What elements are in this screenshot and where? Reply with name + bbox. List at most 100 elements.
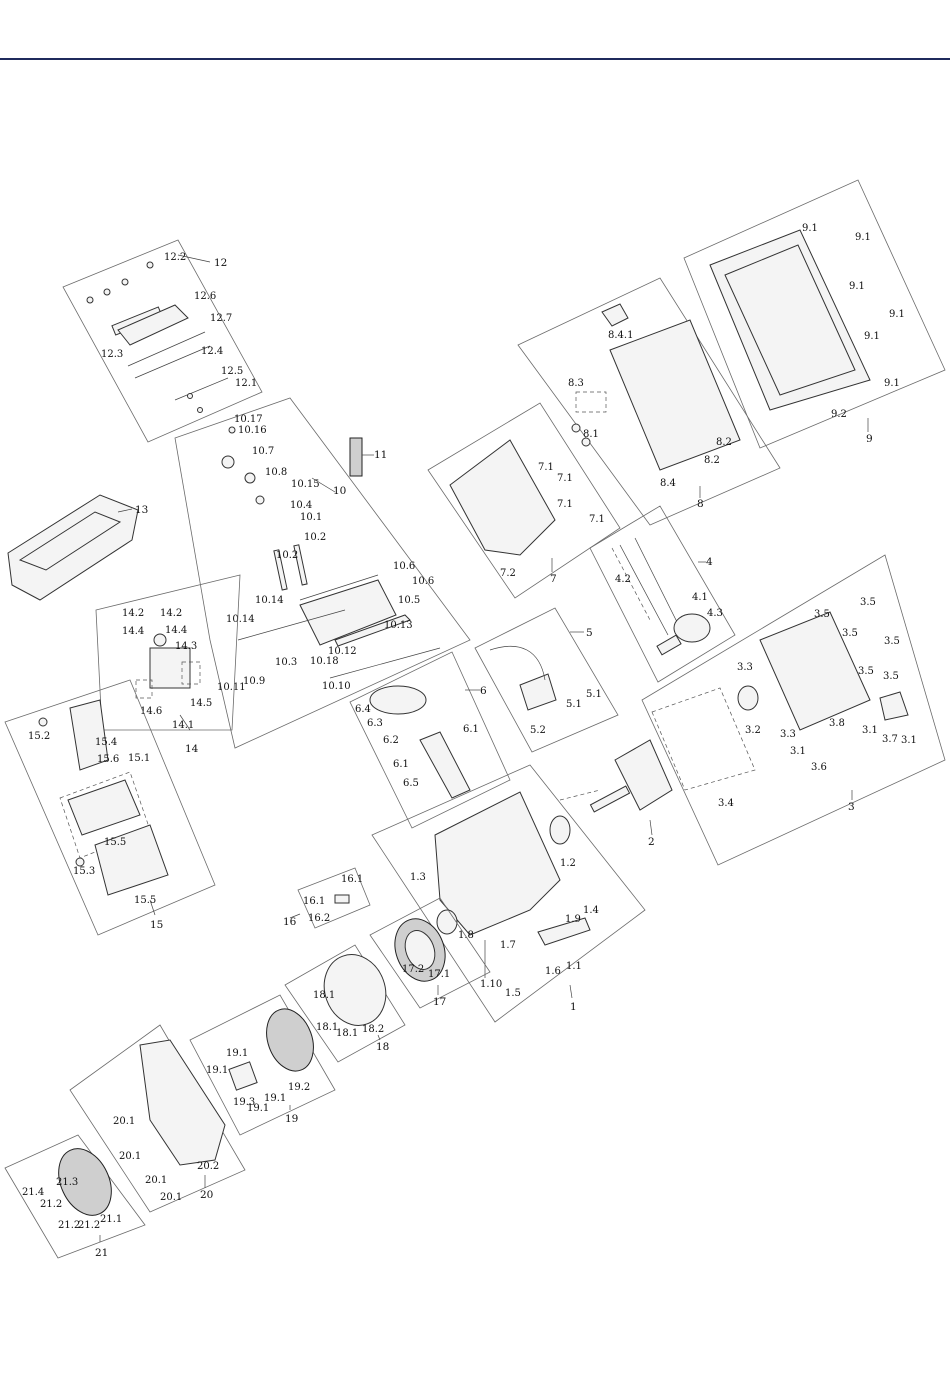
panel-18-rotor: 18 18.1 18.1 18.1 18.2 <box>284 944 406 1063</box>
panel-5-ignition-coil: 5 5.2 5.1 5.1 <box>474 607 619 753</box>
part-label: 17.2 <box>402 964 424 975</box>
part-label: 19.2 <box>288 1082 310 1093</box>
part-label: 15.6 <box>97 754 119 765</box>
part-label: 8.2 <box>704 455 720 466</box>
part-label: 1.3 <box>410 872 426 883</box>
crankcase-cover <box>759 611 871 731</box>
group-label-20: 20 <box>200 1189 213 1201</box>
part-label: 4.1 <box>692 592 708 603</box>
part-label: 7.1 <box>538 462 554 473</box>
part-label: 3.7 <box>882 734 898 745</box>
part-label: 10.2 <box>304 532 326 543</box>
part-label: 21.2 <box>78 1220 100 1231</box>
part-label: 10.3 <box>275 657 297 668</box>
part-label: 14.2 <box>160 608 182 619</box>
group-label-11: 11 <box>374 449 387 461</box>
part-label: 9.1 <box>855 232 871 243</box>
part-label: 3.3 <box>780 729 796 740</box>
part-label: 18.2 <box>362 1024 384 1035</box>
part-label: 10.14 <box>226 614 255 625</box>
group-label-2: 2 <box>648 836 655 848</box>
part-label: 3.5 <box>858 666 874 677</box>
part-label: 16.1 <box>303 896 325 907</box>
part-label: 20.1 <box>113 1116 135 1127</box>
part-label: 10.10 <box>322 681 351 692</box>
part-label: 5.2 <box>530 725 546 736</box>
panel-20-fan-housing: 20 20.1 20.1 20.1 20.1 20.2 <box>69 1024 246 1213</box>
part-label: 10.4 <box>290 500 312 511</box>
part-2-crankshaft: 2 <box>589 739 673 848</box>
frame-plate <box>449 439 556 556</box>
fuel-tank <box>609 319 741 471</box>
part-label: 9.1 <box>802 223 818 234</box>
panel-17-stator: 17 17.2 17.1 <box>369 897 491 1009</box>
group-label-9: 9 <box>866 433 873 445</box>
part-label: 20.1 <box>119 1151 141 1162</box>
part-label: 18.1 <box>316 1022 338 1033</box>
part-label: 10.18 <box>310 656 339 667</box>
part-label: 14.1 <box>172 720 194 731</box>
part-label: 12.5 <box>221 366 243 377</box>
part-label: 20.2 <box>197 1161 219 1172</box>
part-label: 15.3 <box>73 866 95 877</box>
panel-21-recoil-starter: 21 21.4 21.3 21.2 21.2 21.2 21.1 <box>4 1134 146 1259</box>
part-label: 18.1 <box>336 1028 358 1039</box>
cylinder-head <box>299 579 397 646</box>
panel-12-valve-cover: 12 12.2 12.6 12.7 12.3 12.4 12.5 12.1 <box>62 239 263 443</box>
part-label: 16.1 <box>341 874 363 885</box>
part-label: 14.4 <box>165 625 187 636</box>
part-label: 9.1 <box>849 281 865 292</box>
part-label: 12.2 <box>164 252 186 263</box>
fuel-cap <box>601 303 629 327</box>
part-label: 10.14 <box>255 595 284 606</box>
header-rule <box>0 58 950 60</box>
part-label: 3.6 <box>811 762 827 773</box>
part-label: 3.5 <box>814 609 830 620</box>
part-label: 21.1 <box>100 1214 122 1225</box>
part-label: 6.5 <box>403 778 419 789</box>
part-label: 12.7 <box>210 313 232 324</box>
part-label: 10.2 <box>276 550 298 561</box>
part-label: 8.2 <box>716 437 732 448</box>
part-label: 21.4 <box>22 1187 44 1198</box>
part-label: 6.3 <box>367 718 383 729</box>
part-label: 4.3 <box>707 608 723 619</box>
intake-elbow <box>69 699 109 771</box>
part-label: 8.3 <box>568 378 584 389</box>
part-label: 10.11 <box>217 682 246 693</box>
part-label: 10.15 <box>291 479 320 490</box>
air-filter-element <box>67 779 141 836</box>
panel-14-carburetor: 14 14.2 14.2 14.4 14.4 14.3 14.6 14.5 14… <box>95 574 241 755</box>
part-label: 10.8 <box>265 467 287 478</box>
panel-1-crankcase: 1 1.2 1.3 1.4 1.9 1.8 1.7 1.6 1.1 1.10 1… <box>371 764 646 1023</box>
group-label-7: 7 <box>550 573 557 585</box>
panel-6-piston: 6 6.4 6.3 6.2 6.1 6.1 6.5 <box>349 651 511 829</box>
part-label: 16.2 <box>308 913 330 924</box>
part-label: 3.5 <box>883 671 899 682</box>
crankshaft <box>614 739 673 811</box>
part-label: 19.1 <box>206 1065 228 1076</box>
part-label: 7.1 <box>557 499 573 510</box>
recoil-starter <box>58 1148 112 1216</box>
part-label: 1.9 <box>565 914 581 925</box>
group-label-6: 6 <box>480 685 487 697</box>
panel-3-crankcase-cover: 3 3.5 3.5 3.5 3.5 3.5 3.5 3.3 3.3 3.2 3.… <box>641 554 946 866</box>
group-label-19: 19 <box>285 1113 298 1125</box>
part-label: 10.6 <box>393 561 415 572</box>
part-label: 14.5 <box>190 698 212 709</box>
ignition-coil <box>519 673 557 711</box>
part-label: 3.1 <box>862 725 878 736</box>
part-label: 10.13 <box>384 620 413 631</box>
panel-8-fuel-tank: 8 8.4.1 8.3 8.1 8.2 8.2 8.4 <box>517 277 781 526</box>
part-label: 15.1 <box>128 753 150 764</box>
group-label-13: 13 <box>135 504 148 516</box>
part-label: 10.1 <box>300 512 322 523</box>
part-label: 17.1 <box>428 969 450 980</box>
panel-9-frame-cover: 9 9.1 9.1 9.1 9.1 9.1 9.1 9.2 <box>683 179 946 449</box>
part-11-spark-plug: 11 <box>349 437 387 477</box>
part-label: 6.1 <box>463 724 479 735</box>
part-label: 12.1 <box>235 378 257 389</box>
part-label: 14.3 <box>175 641 197 652</box>
fan-housing <box>139 1039 226 1166</box>
